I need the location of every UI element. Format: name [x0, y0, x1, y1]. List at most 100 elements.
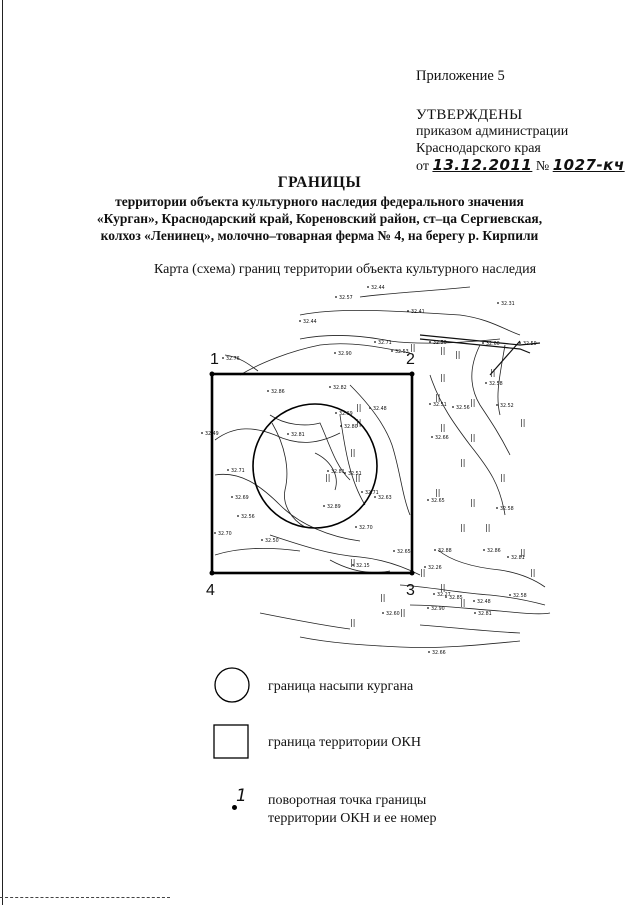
svg-text:||: ||: [460, 458, 465, 467]
legend-point-label-line1: поворотная точка границы: [268, 793, 427, 808]
corner-label-4: 4: [206, 582, 215, 599]
svg-text:||: ||: [325, 473, 330, 482]
svg-text:||: ||: [420, 568, 425, 577]
spot-height-dot: [428, 651, 430, 653]
spot-height-dot: [344, 472, 346, 474]
spot-height-label: 32.89: [327, 504, 341, 510]
spot-height-label: 32.31: [501, 301, 515, 307]
legend-mound-label: граница насыпи кургана: [268, 679, 414, 694]
vegetation-marks: || || || || || || || || || || || || || || || || || |…: [325, 343, 535, 627]
spot-height-dot: [473, 600, 475, 602]
order-line-1: приказом администрации: [416, 124, 569, 139]
svg-text:||: ||: [435, 488, 440, 497]
spot-height-dot: [323, 505, 325, 507]
spot-height-label: 32.44: [303, 319, 317, 325]
spot-height-dot: [382, 612, 384, 614]
spot-height-label: 32.85: [449, 595, 463, 601]
spot-height-dot: [482, 342, 484, 344]
spot-height-dot: [261, 539, 263, 541]
svg-text:||: ||: [380, 593, 385, 602]
spot-height-dot: [519, 342, 521, 344]
spot-height-label: 32.51: [433, 402, 447, 408]
spot-height-dot: [340, 425, 342, 427]
spot-height-dot: [352, 564, 354, 566]
spot-height-dot: [427, 607, 429, 609]
appendix-label: Приложение 5: [416, 68, 505, 84]
svg-text:||: ||: [440, 583, 445, 592]
spot-height-dot: [452, 406, 454, 408]
spot-height-label: 32.63: [378, 495, 392, 501]
spot-height-dot: [222, 357, 224, 359]
order-date-line: от 13.12.2011 № 1027-кч: [416, 156, 625, 175]
spot-height-dot: [334, 352, 336, 354]
spot-height-label: 32.26: [428, 565, 442, 571]
svg-text:||: ||: [460, 523, 465, 532]
svg-text:||: ||: [460, 598, 465, 607]
spot-height-label: 32.49: [205, 431, 219, 437]
svg-text:||: ||: [435, 393, 440, 402]
spot-height-dot: [427, 499, 429, 501]
legend-point-number: 1: [236, 786, 247, 806]
spot-height-dot: [429, 341, 431, 343]
svg-text:||: ||: [520, 418, 525, 427]
order-line-2: Краснодарского края: [416, 141, 541, 156]
spot-height-label: 32.48: [477, 599, 491, 605]
spot-height-label: 32.41: [411, 309, 425, 315]
svg-text:||: ||: [350, 558, 355, 567]
spot-height-dot: [201, 432, 203, 434]
spot-height-dot: [424, 566, 426, 568]
corner-point-3: [409, 570, 415, 576]
corner-point-2: [409, 371, 415, 377]
spot-height-label: 32.70: [359, 525, 373, 531]
svg-text:||: ||: [440, 423, 445, 432]
spot-height-label: 32.57: [339, 295, 353, 301]
svg-text:||: ||: [470, 498, 475, 507]
spot-height-label: 32.86: [487, 548, 501, 554]
territory-boundary: [210, 372, 414, 575]
order-number: 1027-кч: [552, 156, 625, 174]
svg-text:||: ||: [410, 343, 415, 352]
spot-height-label: 32.56: [456, 405, 470, 411]
spot-height-label: 32.71: [365, 490, 379, 496]
spot-height-label: 32.50: [433, 340, 447, 346]
svg-text:||: ||: [356, 403, 361, 412]
spot-height-label: 32.50: [265, 538, 279, 544]
spot-height-label: 32.90: [431, 606, 445, 612]
order-date: 13.12.2011: [432, 156, 533, 174]
svg-text:||: ||: [356, 418, 361, 427]
spot-height-dot: [509, 594, 511, 596]
spot-height-label: 32.56: [241, 514, 255, 520]
approved-heading: УТВЕРЖДЕНЫ: [416, 107, 523, 123]
spot-height-dot: [497, 302, 499, 304]
legend-territory-label: граница территории ОКН: [268, 735, 421, 750]
spot-height-label: 32.48: [373, 406, 387, 412]
svg-text:||: ||: [455, 350, 460, 359]
order-from-label: от: [416, 159, 429, 174]
corner-label-1: 1: [210, 351, 219, 368]
spot-height-label: 32.27: [437, 592, 451, 598]
spot-height-label: 32.58: [513, 593, 527, 599]
spot-height-label: 32.86: [271, 389, 285, 395]
spot-height-dot: [237, 515, 239, 517]
svg-text:||: ||: [470, 433, 475, 442]
svg-text:||: ||: [530, 568, 535, 577]
corner-points: [209, 371, 415, 576]
svg-text:||: ||: [520, 548, 525, 557]
spot-height-dot: [287, 433, 289, 435]
svg-text:||: ||: [490, 368, 495, 377]
boundary-map: 1 2 3 4 |||||| |||||| |||||| |||||| ||||…: [201, 285, 551, 656]
corner-point-4: [209, 570, 215, 576]
spot-height-dot: [374, 496, 376, 498]
spot-height-label: 32.81: [511, 555, 525, 561]
spot-height-dot: [496, 507, 498, 509]
map-caption: Карта (схема) границ территории объекта …: [153, 262, 537, 277]
legend-point-label-line2: территории ОКН и ее номер: [268, 811, 437, 826]
spot-height-label: 32.59: [523, 341, 537, 347]
spot-height-dot: [433, 593, 435, 595]
spot-height-label: 32.60: [386, 611, 400, 617]
legend-territory-symbol: [213, 724, 249, 759]
spot-height-label: 32.44: [371, 285, 385, 291]
legend-point-symbol: 1: [230, 786, 260, 826]
spot-height-label: 32.81: [478, 611, 492, 617]
